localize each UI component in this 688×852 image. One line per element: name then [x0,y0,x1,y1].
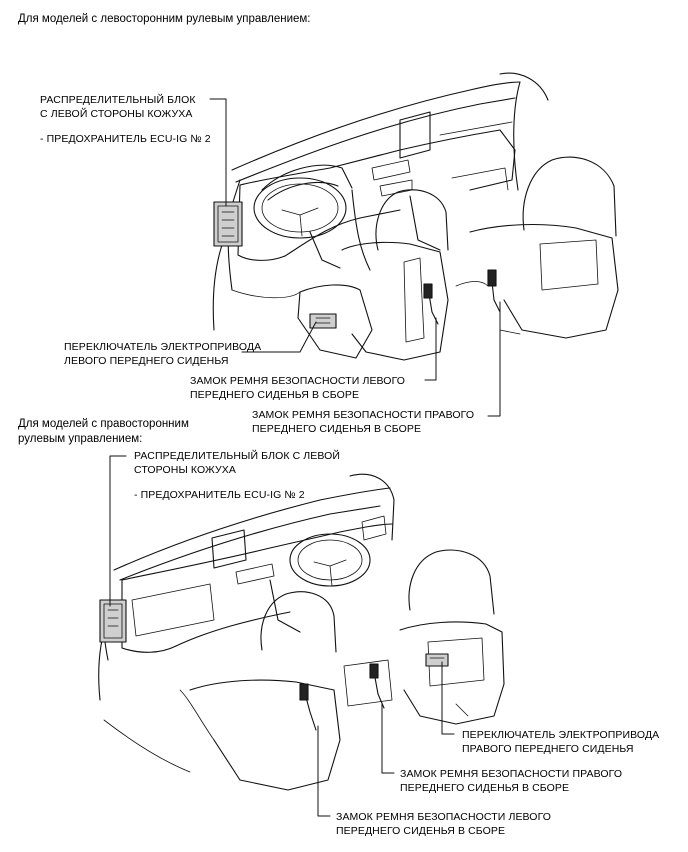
lhd-junction-block-line1: РАСПРЕДЕЛИТЕЛЬНЫЙ БЛОК [40,94,196,106]
lhd-fuse-label: - ПРЕДОХРАНИТЕЛЬ ECU-IG № 2 [40,133,211,145]
lhd-seat-switch-label: ПЕРЕКЛЮЧАТЕЛЬ ЭЛЕКТРОПРИВОДА ЛЕВОГО ПЕРЕ… [64,340,261,368]
rhd-leader-lines [109,455,455,817]
rhd-left-buckle-label: ЗАМОК РЕМНЯ БЕЗОПАСНОСТИ ЛЕВОГО ПЕРЕДНЕГ… [336,810,551,838]
rhd-seat-switch-line1: ПЕРЕКЛЮЧАТЕЛЬ ЭЛЕКТРОПРИВОДА [462,729,660,741]
rhd-junction-block-label: РАСПРЕДЕЛИТЕЛЬНЫЙ БЛОК С ЛЕВОЙ СТОРОНЫ К… [134,449,340,502]
lhd-leader-lines [209,98,501,417]
lhd-left-buckle-line2: ПЕРЕДНЕГО СИДЕНЬЯ В СБОРЕ [190,389,360,401]
lhd-left-buckle-label: ЗАМОК РЕМНЯ БЕЗОПАСНОСТИ ЛЕВОГО ПЕРЕДНЕГ… [190,374,405,402]
rhd-section-heading-line2: рулевым управлением: [18,433,143,445]
rhd-right-buckle-line2: ПЕРЕДНЕГО СИДЕНЬЯ В СБОРЕ [400,782,570,794]
rhd-junction-block-line1: РАСПРЕДЕЛИТЕЛЬНЫЙ БЛОК С ЛЕВОЙ [134,450,341,462]
rhd-section-heading: Для моделей с правосторонним рулевым упр… [18,417,189,447]
rhd-fuse-label: - ПРЕДОХРАНИТЕЛЬ ECU-IG № 2 [134,489,305,501]
lhd-junction-block-line2: С ЛЕВОЙ СТОРОНЫ КОЖУХА [40,108,193,120]
lhd-seat-switch-line2: ЛЕВОГО ПЕРЕДНЕГО СИДЕНЬЯ [64,355,229,367]
rhd-left-buckle-line1: ЗАМОК РЕМНЯ БЕЗОПАСНОСТИ ЛЕВОГО [336,811,552,823]
lhd-seats-drawing [231,156,619,361]
lhd-section-heading: Для моделей с левосторонним рулевым упра… [18,13,311,25]
rhd-section-heading-line1: Для моделей с правосторонним [18,418,189,430]
lhd-junction-block-label: РАСПРЕДЕЛИТЕЛЬНЫЙ БЛОК С ЛЕВОЙ СТОРОНЫ К… [40,93,211,146]
rhd-dashboard-drawing [98,473,395,701]
rhd-seat-switch-label: ПЕРЕКЛЮЧАТЕЛЬ ЭЛЕКТРОПРИВОДА ПРАВОГО ПЕР… [462,728,659,756]
lhd-dashboard-drawing [212,72,549,331]
lhd-seat-switch-line1: ПЕРЕКЛЮЧАТЕЛЬ ЭЛЕКТРОПРИВОДА [64,341,262,353]
lhd-right-buckle-label: ЗАМОК РЕМНЯ БЕЗОПАСНОСТИ ПРАВОГО ПЕРЕДНЕ… [252,408,474,436]
lhd-right-buckle-line1: ЗАМОК РЕМНЯ БЕЗОПАСНОСТИ ПРАВОГО [252,409,475,421]
rhd-left-buckle-line2: ПЕРЕДНЕГО СИДЕНЬЯ В СБОРЕ [336,825,506,837]
rhd-junction-block-line2: СТОРОНЫ КОЖУХА [134,464,237,476]
lhd-right-buckle-line2: ПЕРЕДНЕГО СИДЕНЬЯ В СБОРЕ [252,423,422,435]
rhd-seats-drawing [103,549,505,791]
rhd-right-buckle-label: ЗАМОК РЕМНЯ БЕЗОПАСНОСТИ ПРАВОГО ПЕРЕДНЕ… [400,767,622,795]
lhd-left-buckle-line1: ЗАМОК РЕМНЯ БЕЗОПАСНОСТИ ЛЕВОГО [190,375,406,387]
rhd-right-buckle-line1: ЗАМОК РЕМНЯ БЕЗОПАСНОСТИ ПРАВОГО [400,768,623,780]
rhd-seat-switch-line2: ПРАВОГО ПЕРЕДНЕГО СИДЕНЬЯ [462,743,634,755]
